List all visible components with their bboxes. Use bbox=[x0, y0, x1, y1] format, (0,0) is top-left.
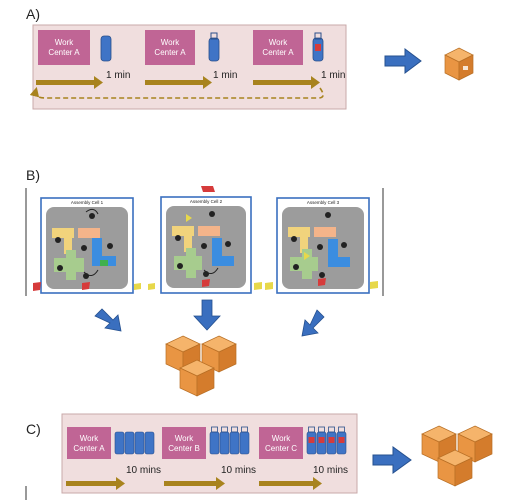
assembly-cell-2: Assembly Cell 2 bbox=[160, 196, 252, 294]
blue-arrow-icon bbox=[301, 309, 325, 337]
bottle-queue bbox=[209, 426, 250, 455]
bottle-queue bbox=[114, 431, 155, 455]
work-center-label-line1: Work bbox=[269, 38, 289, 47]
package-box-icon bbox=[179, 359, 215, 397]
red-part-marker bbox=[318, 278, 326, 286]
panel-b-label: B) bbox=[26, 167, 40, 183]
work-center-label-line2: Center C bbox=[265, 444, 297, 453]
work-center-label-line2: Center A bbox=[73, 444, 105, 453]
panel-a-label: A) bbox=[26, 6, 40, 22]
gold-flow-arrow-icon bbox=[145, 76, 212, 89]
blue-arrow-icon bbox=[94, 308, 122, 332]
panel-c-station-1: Work Center A 10 mins bbox=[67, 427, 161, 476]
return-loop-arrow bbox=[29, 86, 324, 99]
assembly-cell-3: Assembly Cell 3 bbox=[276, 197, 370, 294]
work-center-box bbox=[67, 427, 111, 459]
blue-arrow-icon bbox=[384, 48, 422, 74]
work-center-label-line1: Work bbox=[80, 434, 100, 443]
work-center-label-line2: Center A bbox=[48, 48, 80, 57]
cell-title: Assembly Cell 1 bbox=[71, 200, 104, 205]
assembly-cell-1: Assembly Cell 1 bbox=[40, 197, 134, 294]
yellow-part-marker bbox=[265, 282, 273, 290]
work-center-box bbox=[162, 427, 206, 459]
red-part-marker bbox=[82, 282, 90, 290]
blue-arrow-icon bbox=[193, 299, 221, 331]
yellow-part-marker bbox=[254, 282, 262, 290]
work-center-label-line1: Work bbox=[175, 434, 195, 443]
work-center-box bbox=[38, 30, 90, 65]
work-center-box bbox=[253, 30, 303, 65]
bottle-icon bbox=[312, 32, 324, 62]
bottle-queue bbox=[306, 426, 347, 455]
red-part-marker bbox=[201, 186, 215, 192]
work-center-box bbox=[259, 427, 303, 459]
yellow-part-marker bbox=[148, 283, 155, 290]
yellow-part-marker bbox=[134, 283, 141, 290]
package-box-icon bbox=[444, 47, 474, 81]
blue-arrow-icon bbox=[372, 446, 412, 474]
bottle-icon bbox=[100, 35, 112, 62]
panel-a-station-2: Work Center A 1 min bbox=[145, 30, 237, 81]
gold-flow-arrow-icon bbox=[36, 76, 103, 89]
gold-flow-arrow-icon bbox=[164, 477, 225, 490]
station-time-label: 1 min bbox=[213, 70, 237, 81]
work-center-label-line1: Work bbox=[272, 434, 292, 443]
work-center-label-line1: Work bbox=[55, 38, 75, 47]
work-center-label-line2: Center A bbox=[154, 48, 186, 57]
panel-c-station-3: Work Center C 10 mins bbox=[259, 426, 348, 476]
panel-c-label: C) bbox=[26, 421, 41, 437]
red-part-marker bbox=[202, 279, 210, 287]
work-center-label-line2: Center A bbox=[262, 48, 294, 57]
station-time-label: 10 mins bbox=[313, 465, 348, 476]
station-time-label: 1 min bbox=[321, 70, 345, 81]
panel-c-station-2: Work Center B 10 mins bbox=[162, 426, 256, 476]
station-time-label: 1 min bbox=[106, 70, 130, 81]
cell-title: Assembly Cell 3 bbox=[307, 200, 340, 205]
panel-a-station-1: Work Center A 1 min bbox=[38, 30, 130, 81]
work-center-label-line2: Center B bbox=[168, 444, 200, 453]
gold-flow-arrow-icon bbox=[66, 477, 125, 490]
work-center-box bbox=[145, 30, 195, 65]
gold-flow-arrow-icon bbox=[259, 477, 322, 490]
cell-title: Assembly Cell 2 bbox=[190, 199, 223, 204]
station-time-label: 10 mins bbox=[126, 465, 161, 476]
bottle-icon bbox=[208, 32, 220, 62]
yellow-part-marker bbox=[370, 281, 378, 289]
station-time-label: 10 mins bbox=[221, 465, 256, 476]
gold-flow-arrow-icon bbox=[253, 76, 320, 89]
panel-a-station-3: Work Center A 1 min bbox=[253, 30, 345, 81]
red-part-marker bbox=[33, 282, 41, 291]
package-box-icon bbox=[201, 335, 237, 373]
package-box-icon bbox=[437, 449, 473, 487]
work-center-label-line1: Work bbox=[161, 38, 181, 47]
package-box-icon bbox=[457, 425, 493, 463]
